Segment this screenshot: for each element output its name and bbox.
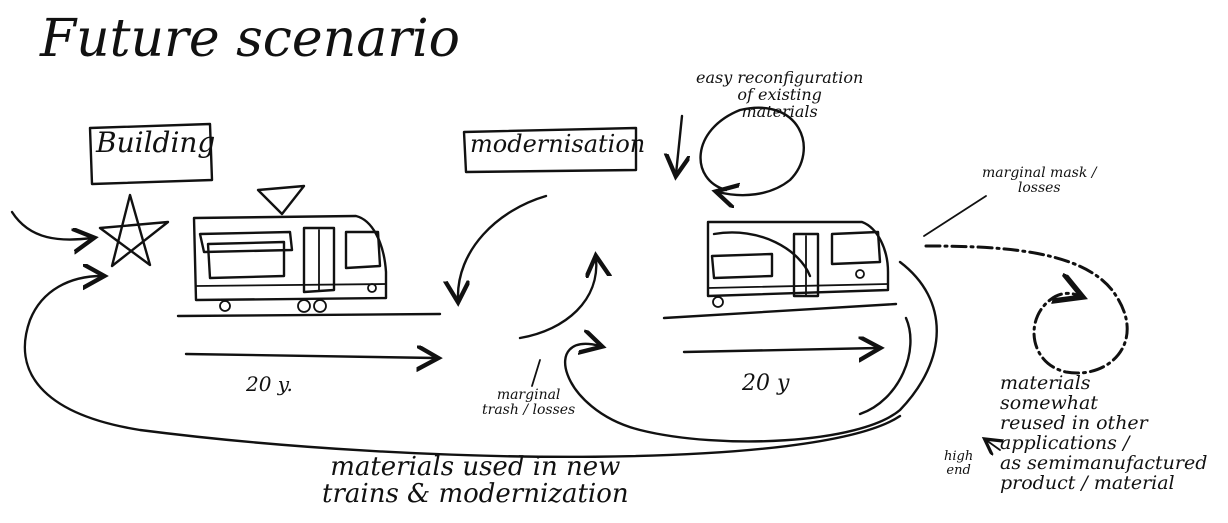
modernised-tram-icon xyxy=(706,220,890,308)
timeline-label-1: 20 y. xyxy=(246,372,293,396)
building-label: Building xyxy=(96,126,216,159)
page-title: Future scenario xyxy=(40,9,460,69)
modernisation-label: modernisation xyxy=(470,130,646,158)
reuse-output-dashed-arrow xyxy=(924,244,1129,375)
modernisation-cycle-arrow-left xyxy=(458,194,548,300)
materials-reused-note: materials somewhat reused in other appli… xyxy=(1000,372,1208,494)
tram-icon xyxy=(192,214,388,313)
high-end-pointer xyxy=(986,440,1000,450)
pantograph-triangle-icon xyxy=(256,184,306,216)
timeline-label-2: 20 y xyxy=(742,371,790,396)
building-label-box xyxy=(88,122,214,186)
modernisation-label-box xyxy=(462,126,638,174)
input-arrow xyxy=(10,210,92,240)
reconfiguration-note: easy reconfiguration of existing materia… xyxy=(696,68,864,121)
track-line-1 xyxy=(176,312,442,318)
track-line-2 xyxy=(662,302,898,320)
materials-used-note: materials used in new trains & moderniza… xyxy=(322,452,629,510)
reconfig-pointer-arrow xyxy=(676,114,682,174)
timeline-arrow-1 xyxy=(184,354,436,358)
big-return-loop-arrow xyxy=(563,260,938,443)
star-icon xyxy=(98,193,170,268)
materials-return-loop-arrow xyxy=(23,276,902,459)
trash-pointer xyxy=(531,359,541,387)
high-end-note: high end xyxy=(944,449,974,478)
inner-return-loop xyxy=(858,316,912,416)
reconfig-loop-arrow xyxy=(699,106,805,195)
modernisation-cycle-arrow-right xyxy=(518,258,596,340)
mask-pointer xyxy=(923,195,987,237)
timeline-arrow-2 xyxy=(682,348,878,352)
marginal-mask-note: marginal mask / losses xyxy=(982,165,1097,196)
marginal-trash-note: marginal trash / losses xyxy=(482,387,576,418)
